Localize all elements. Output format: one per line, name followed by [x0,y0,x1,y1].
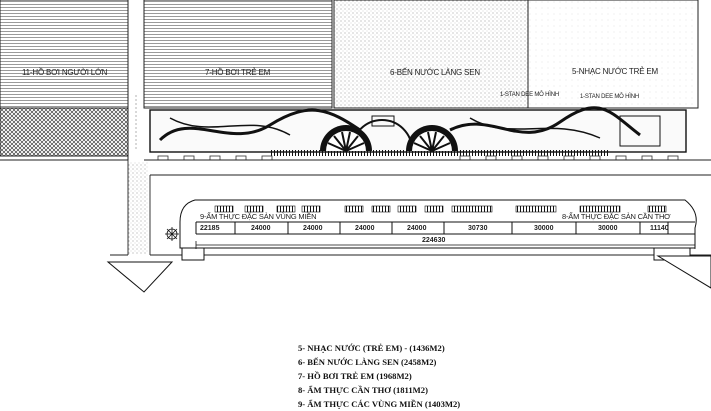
label-lotus-wharf: 6-BẾN NƯỚC LÀNG SEN [390,68,480,77]
zone-kids-pool [143,0,333,109]
label-adult-pool: 11-HỒ BƠI NGƯỜI LỚN [22,68,108,77]
dimension-segment: 30730 [468,225,488,232]
fan-motif-left [320,125,372,152]
legend-item: 6- BẾN NƯỚC LÀNG SEN (2458M2) [298,357,437,367]
label-food-regions: 9-ẨM THỰC ĐẶC SẢN VÙNG MIỀN [200,212,317,221]
dimension-segment: 30000 [534,225,554,232]
dimension-segment: 24000 [355,225,375,232]
total-dimension-line [195,241,696,249]
legend-item: 9- ẨM THỰC CÁC VÙNG MIỀN (1403M2) [298,399,461,409]
dimension-segment: 24000 [303,225,323,232]
legend-item: 7- HỒ BƠI TRẺ EM (1968M2) [298,371,412,381]
zone-kids-music [527,0,699,109]
dimension-segment: 30000 [598,225,618,232]
food-stalls [214,205,667,213]
label-stand-b: 1-STAN DEE MÔ HÌNH [580,94,639,100]
arrow-left [106,261,174,293]
area-legend: 5- NHẠC NƯỚC (TRẺ EM) - (1436M2) 6- BẾN … [298,341,460,411]
label-food-cantho: 8-ẨM THỰC ĐẶC SẢN CẦN THƠ [562,212,671,221]
dimension-segment: 22185 [200,225,220,232]
fan-motif-right [406,125,458,152]
dimension-segment: 24000 [407,225,427,232]
dimension-total: 224630 [422,237,446,244]
planter-row [157,155,679,161]
site-plan-drawing [0,0,711,293]
zone-lotus-wharf [333,0,529,109]
legend-item: 5- NHẠC NƯỚC (TRẺ EM) - (1436M2) [298,343,445,353]
label-kids-pool: 7-HỒ BƠI TRẺ EM [205,68,271,77]
label-stand-a: 1-STAN DEE MÔ HÌNH [500,92,559,98]
compass-symbol [165,227,179,241]
legend-item: 8- ẨM THỰC CẦN THƠ (1811M2) [298,385,428,395]
dimension-segment: 24000 [251,225,271,232]
walkway-strip [127,0,145,160]
arrow-right [656,255,711,289]
label-kids-music: 5-NHẠC NƯỚC TRẺ EM [572,67,658,76]
dimension-segment: 11140 [650,225,669,232]
zone-adult-pool [0,0,129,157]
road-lines [0,159,711,256]
